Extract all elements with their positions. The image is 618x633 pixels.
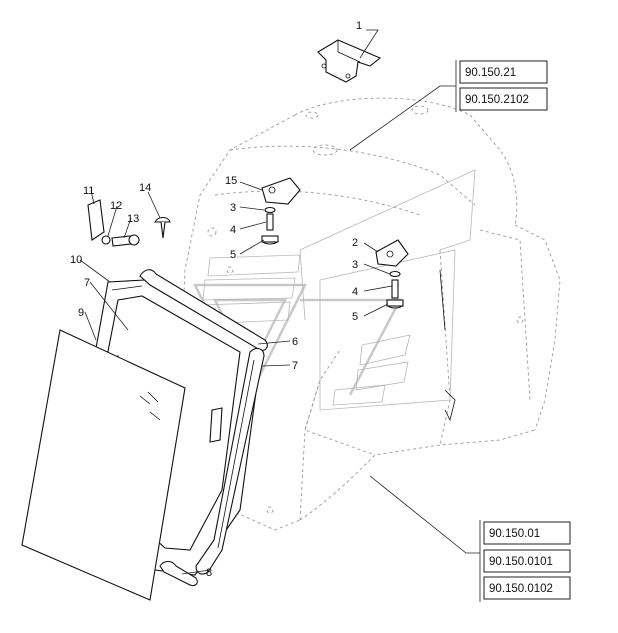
callout-12: 12	[110, 200, 122, 212]
callout-3: 3	[352, 259, 358, 271]
fastener-stack-lower	[386, 270, 404, 309]
part-8-seal	[159, 560, 198, 587]
part-14-rivet	[154, 216, 171, 239]
callout-8: 8	[206, 567, 212, 579]
reference-group-bottom: 90.150.01 90.150.0101 90.150.0102	[479, 520, 571, 602]
part-15-hinge-plate	[261, 177, 301, 205]
callout-5: 5	[230, 249, 236, 261]
callout-10: 10	[70, 254, 82, 266]
callout-5: 5	[352, 311, 358, 323]
callout-7: 7	[292, 360, 298, 372]
callout-13: 13	[127, 213, 139, 225]
fastener-stack-upper	[261, 206, 279, 245]
callout-14: 14	[139, 182, 151, 194]
callout-1: 1	[356, 20, 362, 32]
callout-2: 2	[352, 237, 358, 249]
callout-15: 15	[225, 175, 237, 187]
part-7-seal	[195, 347, 265, 575]
part-2-hinge-plate	[375, 239, 409, 267]
callout-3: 3	[230, 202, 236, 214]
callout-6: 6	[292, 336, 298, 348]
part-11-bracket	[87, 199, 105, 241]
callout-4: 4	[230, 224, 236, 236]
callout-7: 7	[84, 277, 90, 289]
callout-9: 9	[78, 307, 84, 319]
part-13-bolt	[111, 234, 140, 247]
callout-labels: 1 2 3 3 4 4 5 5 6 7 7 8 9 10 11 12 13 14…	[70, 20, 362, 579]
ref-90-150-0102[interactable]: 90.150.0102	[489, 583, 553, 595]
part-12-washer	[101, 235, 111, 245]
part-9-glass	[21, 329, 186, 601]
part-1-bracket	[317, 39, 382, 83]
ref-90-150-2102[interactable]: 90.150.2102	[465, 94, 529, 106]
ref-90-150-21[interactable]: 90.150.21	[465, 67, 516, 79]
ref-90-150-0101[interactable]: 90.150.0101	[489, 556, 553, 568]
ref-90-150-01[interactable]: 90.150.01	[489, 528, 540, 540]
reference-group-top: 90.150.21 90.150.2102	[455, 60, 548, 112]
callout-4: 4	[352, 286, 358, 298]
leader-lines	[79, 29, 480, 575]
callout-11: 11	[83, 185, 94, 197]
